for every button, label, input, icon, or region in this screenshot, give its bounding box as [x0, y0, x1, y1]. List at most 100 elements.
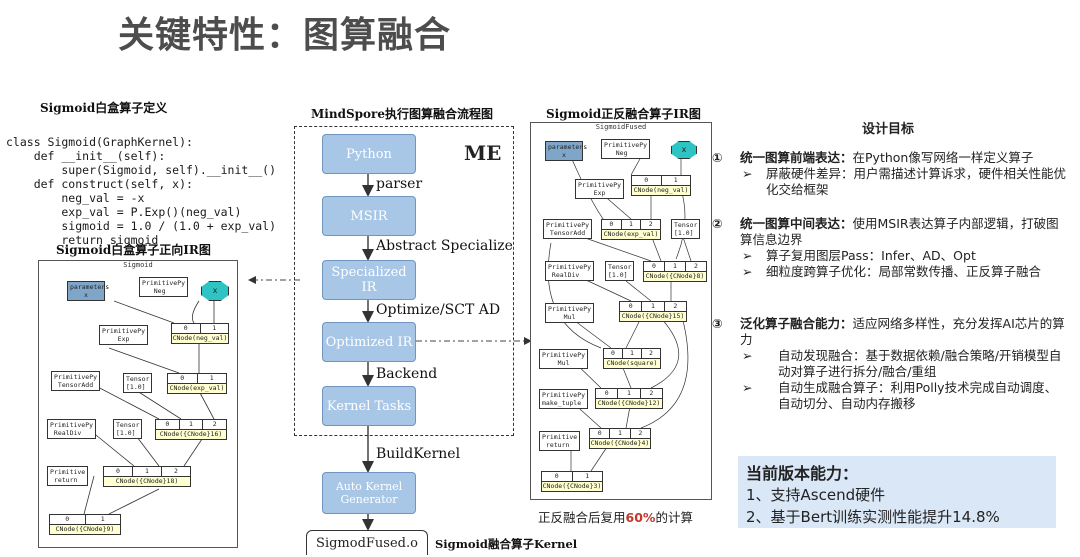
caption-fused-kernel: Sigmoid融合算子Kernel — [435, 537, 578, 551]
ir-node-primitive-realdiv: PrimitivePy RealDiv — [47, 419, 97, 439]
code-line: return sigmoid — [6, 233, 159, 247]
code-line: def __init__(self): — [6, 149, 166, 163]
capability-item: 1、支持Ascend硬件 — [746, 486, 886, 504]
goal-sub: ➢屏蔽硬件差异：用户需描述计算诉求，硬件相关性能优化交给框架 — [742, 166, 1067, 197]
output-kernel-file: SigmodFused.o — [306, 530, 428, 555]
flow-edge-backend: Backend — [376, 366, 438, 382]
goal-head: 统一图算中间表达： — [740, 216, 853, 231]
goal-head: 统一图算前端表达： — [740, 150, 853, 165]
goal-text: 适应网络多样性，充分发挥AI芯片的算力 — [740, 316, 1065, 347]
flow-box-python: Python — [322, 134, 416, 174]
ir-node-primitive-return: Primitive return — [539, 431, 581, 451]
flow-box-auto-kernel-generator: Auto Kernel Generator — [322, 472, 416, 514]
footer-percent: 60% — [625, 510, 656, 525]
flow-box-specialized-ir: Specialized IR — [322, 260, 416, 300]
sigmoid-code-block: class Sigmoid(GraphKernel): def __init__… — [6, 121, 276, 247]
ir-node-primitive-realdiv: PrimitivePy RealDiv — [545, 261, 595, 281]
capability-heading: 当前版本能力： — [746, 464, 859, 483]
goal-sub-text: 算子复用图层Pass：Infer、AD、Opt — [766, 248, 976, 263]
ir-node-tensor: Tensor [1.0] — [123, 373, 153, 393]
footer-text: 正反融合后复用 — [538, 510, 626, 525]
ir-node-input-x: x — [671, 141, 697, 159]
goal-sub: ➢算子复用图层Pass：Infer、AD、Opt — [742, 248, 1068, 264]
caption-sigmoid-definition: Sigmoid白盒算子定义 — [40, 101, 168, 115]
me-label: ME — [464, 141, 502, 165]
caption-sigmoid-forward-ir: Sigmoid白盒算子正向IR图 — [56, 243, 211, 257]
goal-head: 泛化算子融合能力： — [740, 316, 853, 331]
capability-box: 当前版本能力： 1、支持Ascend硬件 2、基于Bert训练实测性能提升14.… — [738, 456, 1056, 528]
goal-sub-text: 自动发现融合：基于数据依赖/融合策略/开销模型自动对算子进行拆分/融合/重组 — [778, 348, 1062, 379]
page-title: 关键特性：图算融合 — [118, 15, 452, 56]
goal-text: 在Python像写网络一样定义算子 — [852, 150, 1034, 165]
goal-sub-text: 屏蔽硬件差异：用户需描述计算诉求，硬件相关性能优化交给框架 — [766, 166, 1067, 197]
flow-box-msir: MSIR — [322, 196, 416, 236]
ir-graph-title: Sigmoid — [123, 261, 153, 269]
code-line: super(Sigmoid, self).__init__() — [6, 163, 277, 177]
ir-graph-title: SigmoidFused — [595, 123, 647, 131]
code-line: neg_val = -x — [6, 191, 145, 205]
goal-sub: ➢细粒度跨算子优化：局部常数传播、正反算子融合 — [742, 264, 1068, 280]
ir-node-primitive-neg: PrimitivePy Neg — [601, 139, 651, 159]
flow-edge-abstract-specialize: Abstract Specialize — [376, 238, 513, 254]
ir-node-primitive-make-tuple: PrimitivePy make_tuple — [539, 389, 589, 409]
flow-edge-buildkernel: BuildKernel — [376, 446, 461, 462]
ir-node-primitive-tensoradd: PrimitivePy TensorAdd — [51, 371, 101, 391]
code-line: class Sigmoid(GraphKernel): — [6, 135, 193, 149]
ir-node-primitive-return: Primitive return — [47, 466, 89, 486]
caption-fusion-flow: MindSpore执行图算融合流程图 — [311, 107, 493, 121]
goal-item-1: ① 统一图算前端表达：在Python像写网络一样定义算子 ➢屏蔽硬件差异：用户需… — [712, 150, 1068, 198]
flow-box-optimized-ir: Optimized IR — [322, 322, 416, 362]
goal-text: 使用MSIR表达算子内部逻辑，打破图算信息边界 — [740, 216, 1059, 247]
flow-edge-optimize-sct-ad: Optimize/SCT AD — [376, 302, 501, 318]
ir-node-primitive-mul: PrimitivePy Mul — [545, 303, 595, 323]
code-line: sigmoid = 1.0 / (1.0 + exp_val) — [6, 219, 277, 233]
ir-node-input-x: x — [201, 281, 229, 301]
goal-number: ③ — [712, 316, 723, 331]
flow-box-kernel-tasks: Kernel Tasks — [322, 386, 416, 426]
capability-item: 2、基于Bert训练实测性能提升14.8% — [746, 508, 1000, 526]
goal-sub: ➢自动生成融合算子：利用Polly技术完成自动调度、自动切分、自动内存搬移 — [742, 380, 1068, 412]
ir-node-primitive-mul: PrimitivePy Mul — [539, 349, 589, 369]
fused-ir-footer: 正反融合后复用60%的计算 — [538, 507, 693, 526]
flow-edge-parser: parser — [376, 176, 423, 192]
goals-heading: 设计目标 — [862, 122, 915, 137]
footer-text: 的计算 — [655, 510, 693, 525]
ir-node-primitive-neg: PrimitivePy Neg — [139, 277, 189, 297]
goal-item-3: ③ 泛化算子融合能力：适应网络多样性，充分发挥AI芯片的算力 ➢自动发现融合：基… — [712, 316, 1068, 412]
ir-node-tensor: Tensor [1.0] — [113, 419, 143, 439]
goal-number: ① — [712, 150, 723, 165]
caption-fused-ir: Sigmoid正反融合算子IR图 — [546, 107, 701, 121]
ir-node-primitive-exp: PrimitivePy Exp — [99, 325, 149, 345]
code-line: def construct(self, x): — [6, 177, 193, 191]
ir-node-primitive-exp: PrimitivePy Exp — [575, 179, 625, 199]
ir-node-primitive-tensoradd: PrimitivePy TensorAdd — [543, 219, 593, 239]
goal-sub-text: 自动生成融合算子：利用Polly技术完成自动调度、自动切分、自动内存搬移 — [778, 380, 1058, 411]
ir-node-tensor: Tensor [1.0] — [605, 261, 635, 281]
code-line: exp_val = P.Exp()(neg_val) — [6, 205, 242, 219]
goal-sub-text: 细粒度跨算子优化：局部常数传播、正反算子融合 — [766, 264, 1042, 279]
me-region — [294, 126, 514, 436]
ir-graph-edges — [83, 299, 215, 515]
goal-number: ② — [712, 216, 723, 231]
goal-sub: ➢自动发现融合：基于数据依赖/融合策略/开销模型自动对算子进行拆分/融合/重组 — [742, 348, 1068, 380]
ir-node-tensor: Tensor [1.0] — [671, 219, 701, 239]
goal-item-2: ② 统一图算中间表达：使用MSIR表达算子内部逻辑，打破图算信息边界 ➢算子复用… — [712, 216, 1068, 280]
